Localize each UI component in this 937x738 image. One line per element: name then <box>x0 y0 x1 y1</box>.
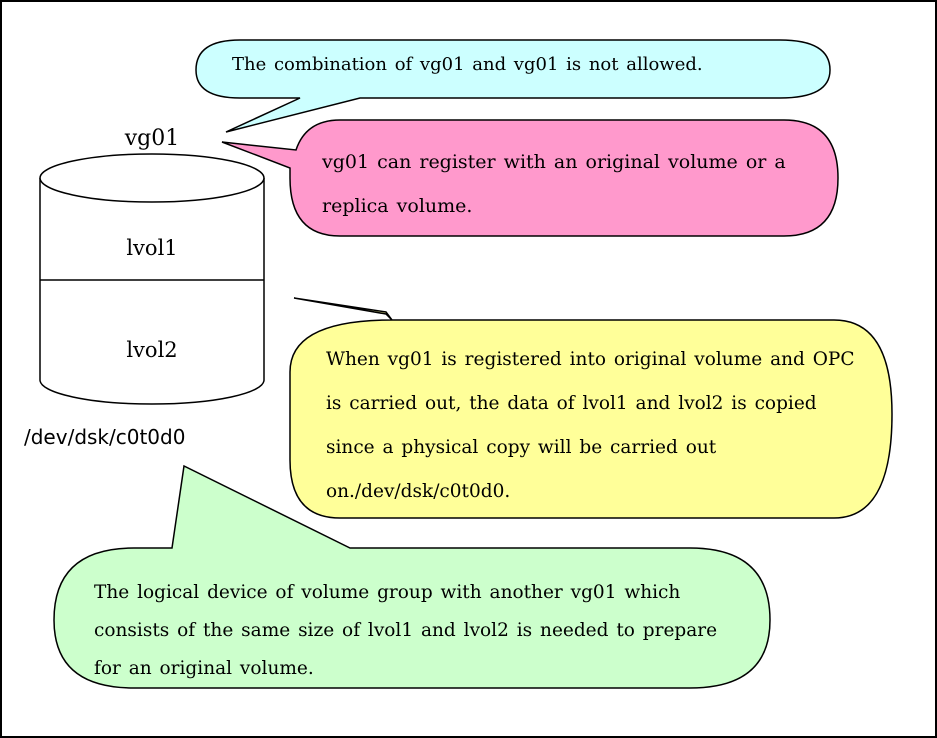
volume-cylinder <box>39 153 265 405</box>
callout-combination-text: The combination of vg01 and vg01 is not … <box>232 54 703 75</box>
device-path-label: /dev/dsk/c0t0d0 <box>24 425 186 449</box>
callout-register-text: vg01 can register with an original volum… <box>322 151 786 217</box>
callout-register-shape <box>221 119 839 237</box>
callout-opc-shape <box>289 297 893 519</box>
logical-volume-1-label: lvol1 <box>126 236 178 260</box>
callout-logical-device-shape <box>53 464 771 689</box>
logical-volume-2-label: lvol2 <box>126 338 178 362</box>
callout-combination-shape <box>195 39 831 133</box>
cylinder-body <box>39 178 265 405</box>
cylinder-top <box>39 153 265 203</box>
volume-group-label: vg01 <box>124 126 180 151</box>
callout-logical-device-text: The logical device of volume group with … <box>94 582 718 679</box>
callout-opc-text: When vg01 is registered into original vo… <box>326 349 855 502</box>
